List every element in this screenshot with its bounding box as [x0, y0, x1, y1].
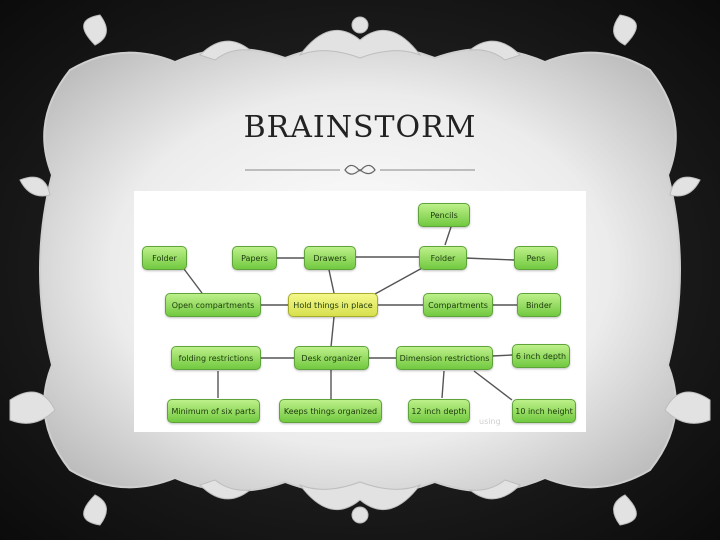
edge-folder-hold — [374, 266, 425, 295]
node-minimum-six-parts: Minimum of six parts — [167, 399, 260, 423]
node-desk-organizer: Desk organizer — [294, 346, 369, 370]
mind-map-diagram: Pencils Folder Papers Drawers Folder Pen… — [134, 191, 586, 432]
edge-folder-pens — [464, 257, 515, 261]
edge-drawers-hold — [328, 269, 335, 294]
side-ornaments — [9, 176, 711, 424]
node-folder-left: Folder — [142, 246, 187, 270]
node-pens: Pens — [514, 246, 558, 270]
node-folder-top: Folder — [419, 246, 467, 270]
node-binder: Binder — [517, 293, 561, 317]
node-twelve-inch-depth: 12 inch depth — [408, 399, 470, 423]
watermark-text: using — [479, 417, 501, 426]
node-papers: Papers — [232, 246, 277, 270]
node-pencils: Pencils — [418, 203, 470, 227]
top-crest-ornament — [83, 14, 637, 61]
bottom-crest-ornament — [83, 479, 637, 526]
node-compartments: Compartments — [423, 293, 493, 317]
node-dimension-restrictions: Dimension restrictions — [396, 346, 493, 370]
title-divider — [245, 164, 475, 175]
node-drawers: Drawers — [304, 246, 356, 270]
node-six-inch-depth: 6 inch depth — [512, 344, 570, 368]
divider-flourish-icon — [344, 164, 376, 175]
node-open-compartments: Open compartments — [165, 293, 261, 317]
edge-dimension-twelve — [441, 370, 445, 399]
edge-hold-desk — [330, 316, 335, 348]
edge-dimension-ten — [473, 370, 513, 401]
node-ten-inch-height: 10 inch height — [512, 399, 576, 423]
edge-pencils-folder — [444, 226, 452, 246]
node-folding-restrictions: folding restrictions — [171, 346, 261, 370]
slide-title: BRAINSTORM — [243, 110, 477, 145]
node-hold-things-in-place: Hold things in place — [288, 293, 378, 317]
edge-folderleft-open — [183, 268, 203, 294]
edge-dimension-six — [491, 354, 513, 357]
node-keeps-things-organized: Keeps things organized — [279, 399, 382, 423]
